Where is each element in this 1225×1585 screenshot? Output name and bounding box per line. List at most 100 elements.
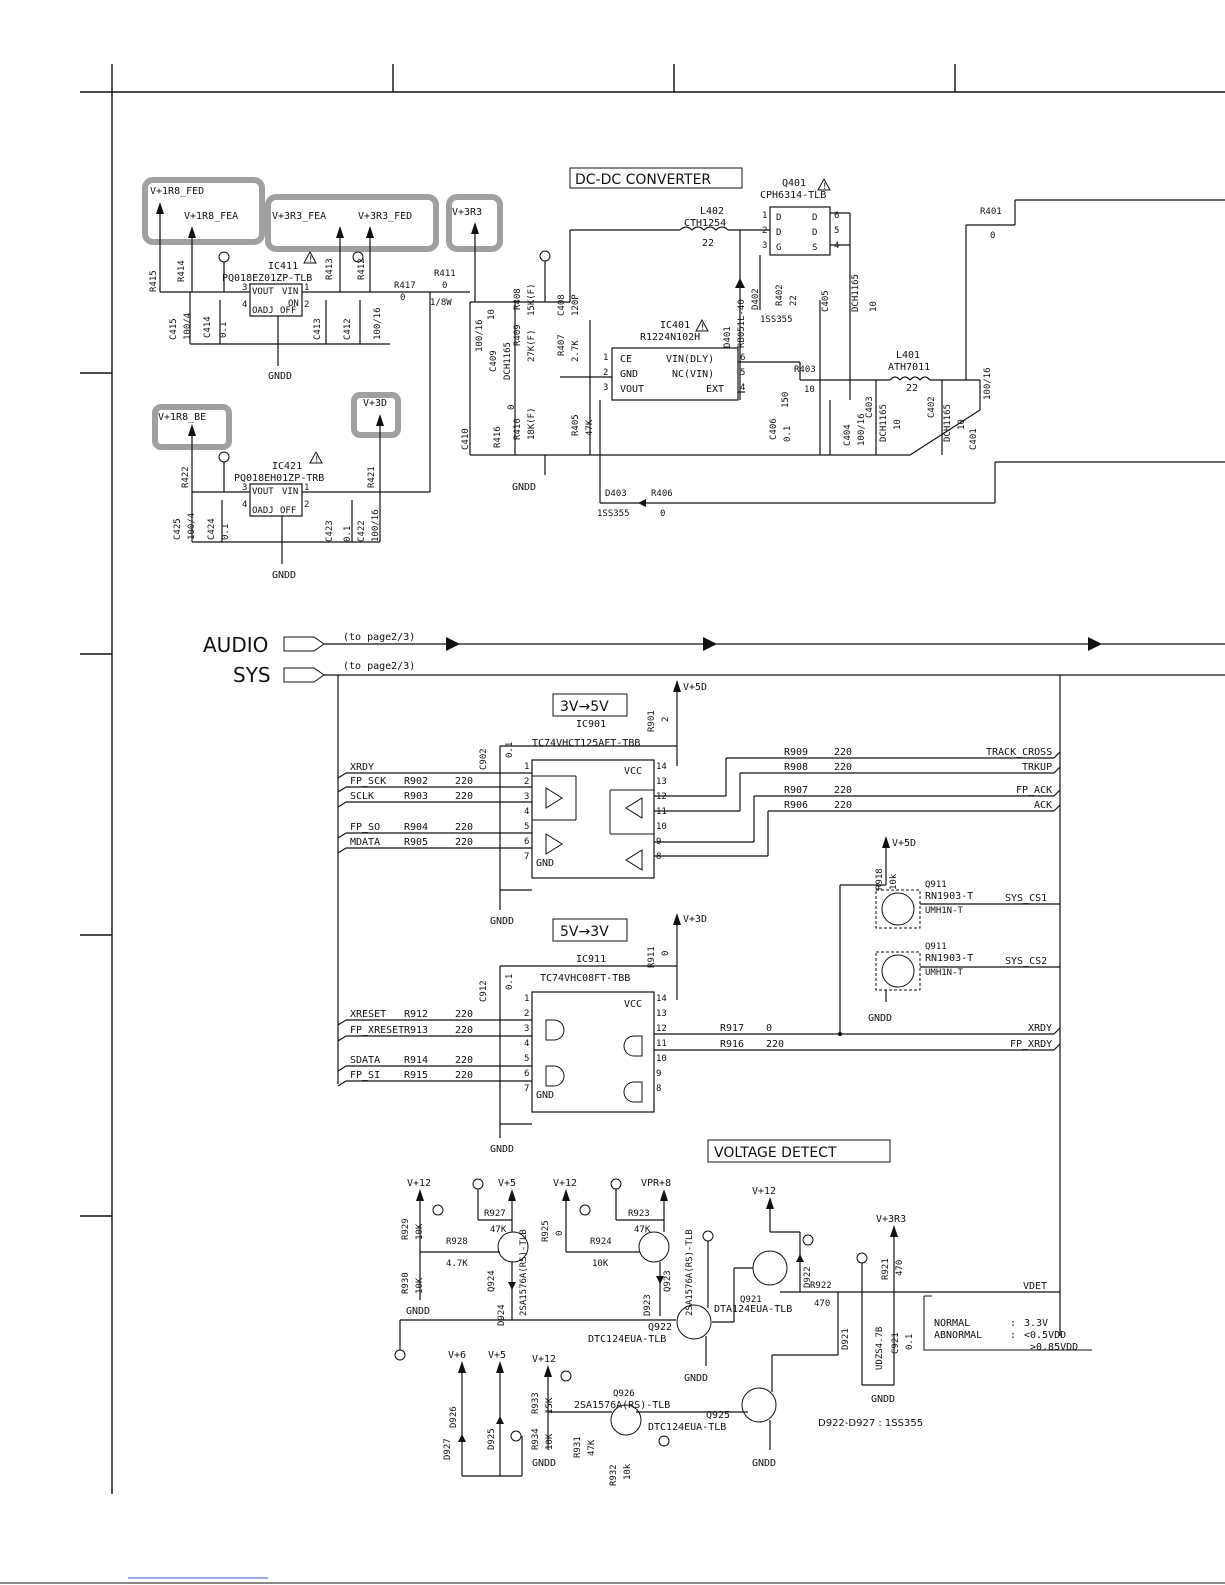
svg-text:DCH1165: DCH1165 bbox=[851, 274, 861, 312]
svg-text:UMH1N-T: UMH1N-T bbox=[925, 906, 964, 916]
svg-text:GNDD: GNDD bbox=[406, 1306, 430, 1317]
svg-text:C401: C401 bbox=[969, 428, 979, 450]
ic911-input-val: 220 bbox=[455, 1055, 473, 1066]
svg-text:15K: 15K bbox=[545, 1397, 555, 1414]
svg-text:47K: 47K bbox=[634, 1225, 651, 1235]
ic411-block: VOUT VIN ON OADJ OFF 3 1 4 2 IC411 PQ018… bbox=[149, 250, 470, 382]
svg-text:R401: R401 bbox=[980, 207, 1002, 217]
svg-text:D922: D922 bbox=[803, 1266, 813, 1288]
svg-text:C414: C414 bbox=[203, 316, 213, 338]
svg-text:IC901: IC901 bbox=[576, 719, 606, 730]
ic911-input-net: XRESET bbox=[350, 1009, 386, 1020]
ic911-input-val: 220 bbox=[455, 1070, 473, 1081]
net-v3r3: V+3R3 bbox=[452, 207, 482, 218]
vdet-sep: : bbox=[1010, 1330, 1016, 1341]
svg-text:R411: R411 bbox=[434, 269, 456, 279]
svg-text:R417: R417 bbox=[394, 281, 416, 291]
ic911-output-net: FP_XRDY bbox=[1010, 1039, 1052, 1050]
svg-text:10: 10 bbox=[487, 309, 497, 320]
svg-text:1/8W: 1/8W bbox=[430, 298, 452, 308]
svg-text:CE: CE bbox=[620, 354, 632, 365]
ic901-pin: 3 bbox=[524, 792, 529, 802]
svg-text:Q922: Q922 bbox=[648, 1322, 672, 1333]
ic901-input-val: 220 bbox=[455, 837, 473, 848]
svg-text:OADJ: OADJ bbox=[252, 506, 274, 516]
ic901-input-net: SCLK bbox=[350, 791, 374, 802]
svg-text:RN1903-T: RN1903-T bbox=[925, 953, 973, 964]
ic911-pin: 13 bbox=[656, 1009, 667, 1019]
svg-text:C406: C406 bbox=[769, 418, 779, 440]
ic911-output-net: XRDY bbox=[1028, 1023, 1052, 1034]
ic901-input-res: R905 bbox=[404, 837, 428, 848]
svg-text:100/4: 100/4 bbox=[183, 313, 193, 340]
svg-text:TC74VHCT125AFT-TBB: TC74VHCT125AFT-TBB bbox=[532, 738, 640, 749]
ic901-output-net: TRACK_CROSS bbox=[986, 747, 1052, 758]
svg-text:2: 2 bbox=[762, 226, 767, 236]
ic901-pin: 11 bbox=[656, 807, 667, 817]
svg-text:!: ! bbox=[822, 182, 827, 192]
svg-text:2SA1576A(RS)-TLB: 2SA1576A(RS)-TLB bbox=[574, 1400, 670, 1411]
svg-text:R928: R928 bbox=[446, 1237, 468, 1247]
svg-text:3: 3 bbox=[603, 383, 608, 393]
svg-text:DCH1165: DCH1165 bbox=[503, 342, 513, 380]
svg-text:5: 5 bbox=[834, 226, 839, 236]
svg-text:VIN: VIN bbox=[282, 487, 298, 497]
svg-text:2: 2 bbox=[603, 368, 608, 378]
svg-text:D402: D402 bbox=[751, 288, 761, 310]
ic901-pin: 6 bbox=[524, 837, 529, 847]
svg-text:10: 10 bbox=[804, 385, 815, 395]
svg-text:OADJ: OADJ bbox=[252, 306, 274, 316]
svg-text:C422: C422 bbox=[357, 520, 367, 542]
svg-text:V+3R3: V+3R3 bbox=[876, 1214, 906, 1225]
svg-text:R410: R410 bbox=[513, 418, 523, 440]
svg-text:15K(F): 15K(F) bbox=[527, 283, 537, 316]
svg-text:R932: R932 bbox=[609, 1464, 619, 1486]
svg-text:Q926: Q926 bbox=[613, 1389, 635, 1399]
svg-text:Q911: Q911 bbox=[925, 880, 947, 890]
svg-text:D: D bbox=[776, 213, 781, 223]
net-v3d: V+3D bbox=[363, 398, 387, 409]
ic911-pin: 2 bbox=[524, 1009, 529, 1019]
ic901-input-net: XRDY bbox=[350, 762, 374, 773]
ic911-input-net: SDATA bbox=[350, 1055, 380, 1066]
svg-text:R925: R925 bbox=[541, 1220, 551, 1242]
svg-text:DTC124EUA-TLB: DTC124EUA-TLB bbox=[588, 1334, 666, 1345]
ic911-output-res: R916 bbox=[720, 1039, 744, 1050]
svg-text:47K: 47K bbox=[490, 1225, 507, 1235]
svg-text:D: D bbox=[812, 228, 817, 238]
ic911-pin: 4 bbox=[524, 1039, 529, 1049]
svg-text:C412: C412 bbox=[343, 318, 353, 340]
svg-text:RB051L-40: RB051L-40 bbox=[737, 299, 747, 348]
svg-text:Q921: Q921 bbox=[740, 1295, 762, 1305]
svg-text:R934: R934 bbox=[531, 1428, 541, 1450]
down-title: 5V→3V bbox=[560, 924, 609, 940]
svg-text:VOUT: VOUT bbox=[620, 384, 644, 395]
q401-part: CPH6314-TLB bbox=[760, 190, 826, 201]
svg-text:R402: R402 bbox=[775, 284, 785, 306]
svg-text:2SA1576A(RS)-TLB: 2SA1576A(RS)-TLB bbox=[685, 1229, 695, 1316]
ic911-pin: 1 bbox=[524, 994, 529, 1004]
svg-text:NC(VIN): NC(VIN) bbox=[672, 369, 714, 380]
vdet-value: >0.85VDD bbox=[1030, 1342, 1078, 1353]
ic901-output-val: 220 bbox=[834, 785, 852, 796]
svg-text:L401: L401 bbox=[896, 350, 920, 361]
svg-text:1: 1 bbox=[603, 353, 608, 363]
ic911-output-res: R917 bbox=[720, 1023, 744, 1034]
audio-sys-bus: AUDIO (to page2/3) SYS (to page2/3) bbox=[203, 632, 1225, 1336]
svg-text:100/16: 100/16 bbox=[373, 307, 383, 340]
svg-text:R927: R927 bbox=[484, 1209, 506, 1219]
svg-text:!: ! bbox=[700, 323, 705, 333]
svg-text:GND: GND bbox=[620, 369, 638, 380]
svg-text:DCH1165: DCH1165 bbox=[879, 404, 889, 442]
ic911-input-val: 220 bbox=[455, 1025, 473, 1036]
svg-text:D926: D926 bbox=[449, 1406, 459, 1428]
svg-text:5: 5 bbox=[740, 368, 745, 378]
svg-text:V+5D: V+5D bbox=[683, 682, 707, 693]
svg-text:GNDD: GNDD bbox=[868, 1013, 892, 1024]
svg-text:1: 1 bbox=[304, 283, 309, 293]
svg-text:2: 2 bbox=[661, 717, 671, 722]
svg-text:EXT: EXT bbox=[706, 384, 724, 395]
svg-text:0.1: 0.1 bbox=[783, 426, 793, 442]
